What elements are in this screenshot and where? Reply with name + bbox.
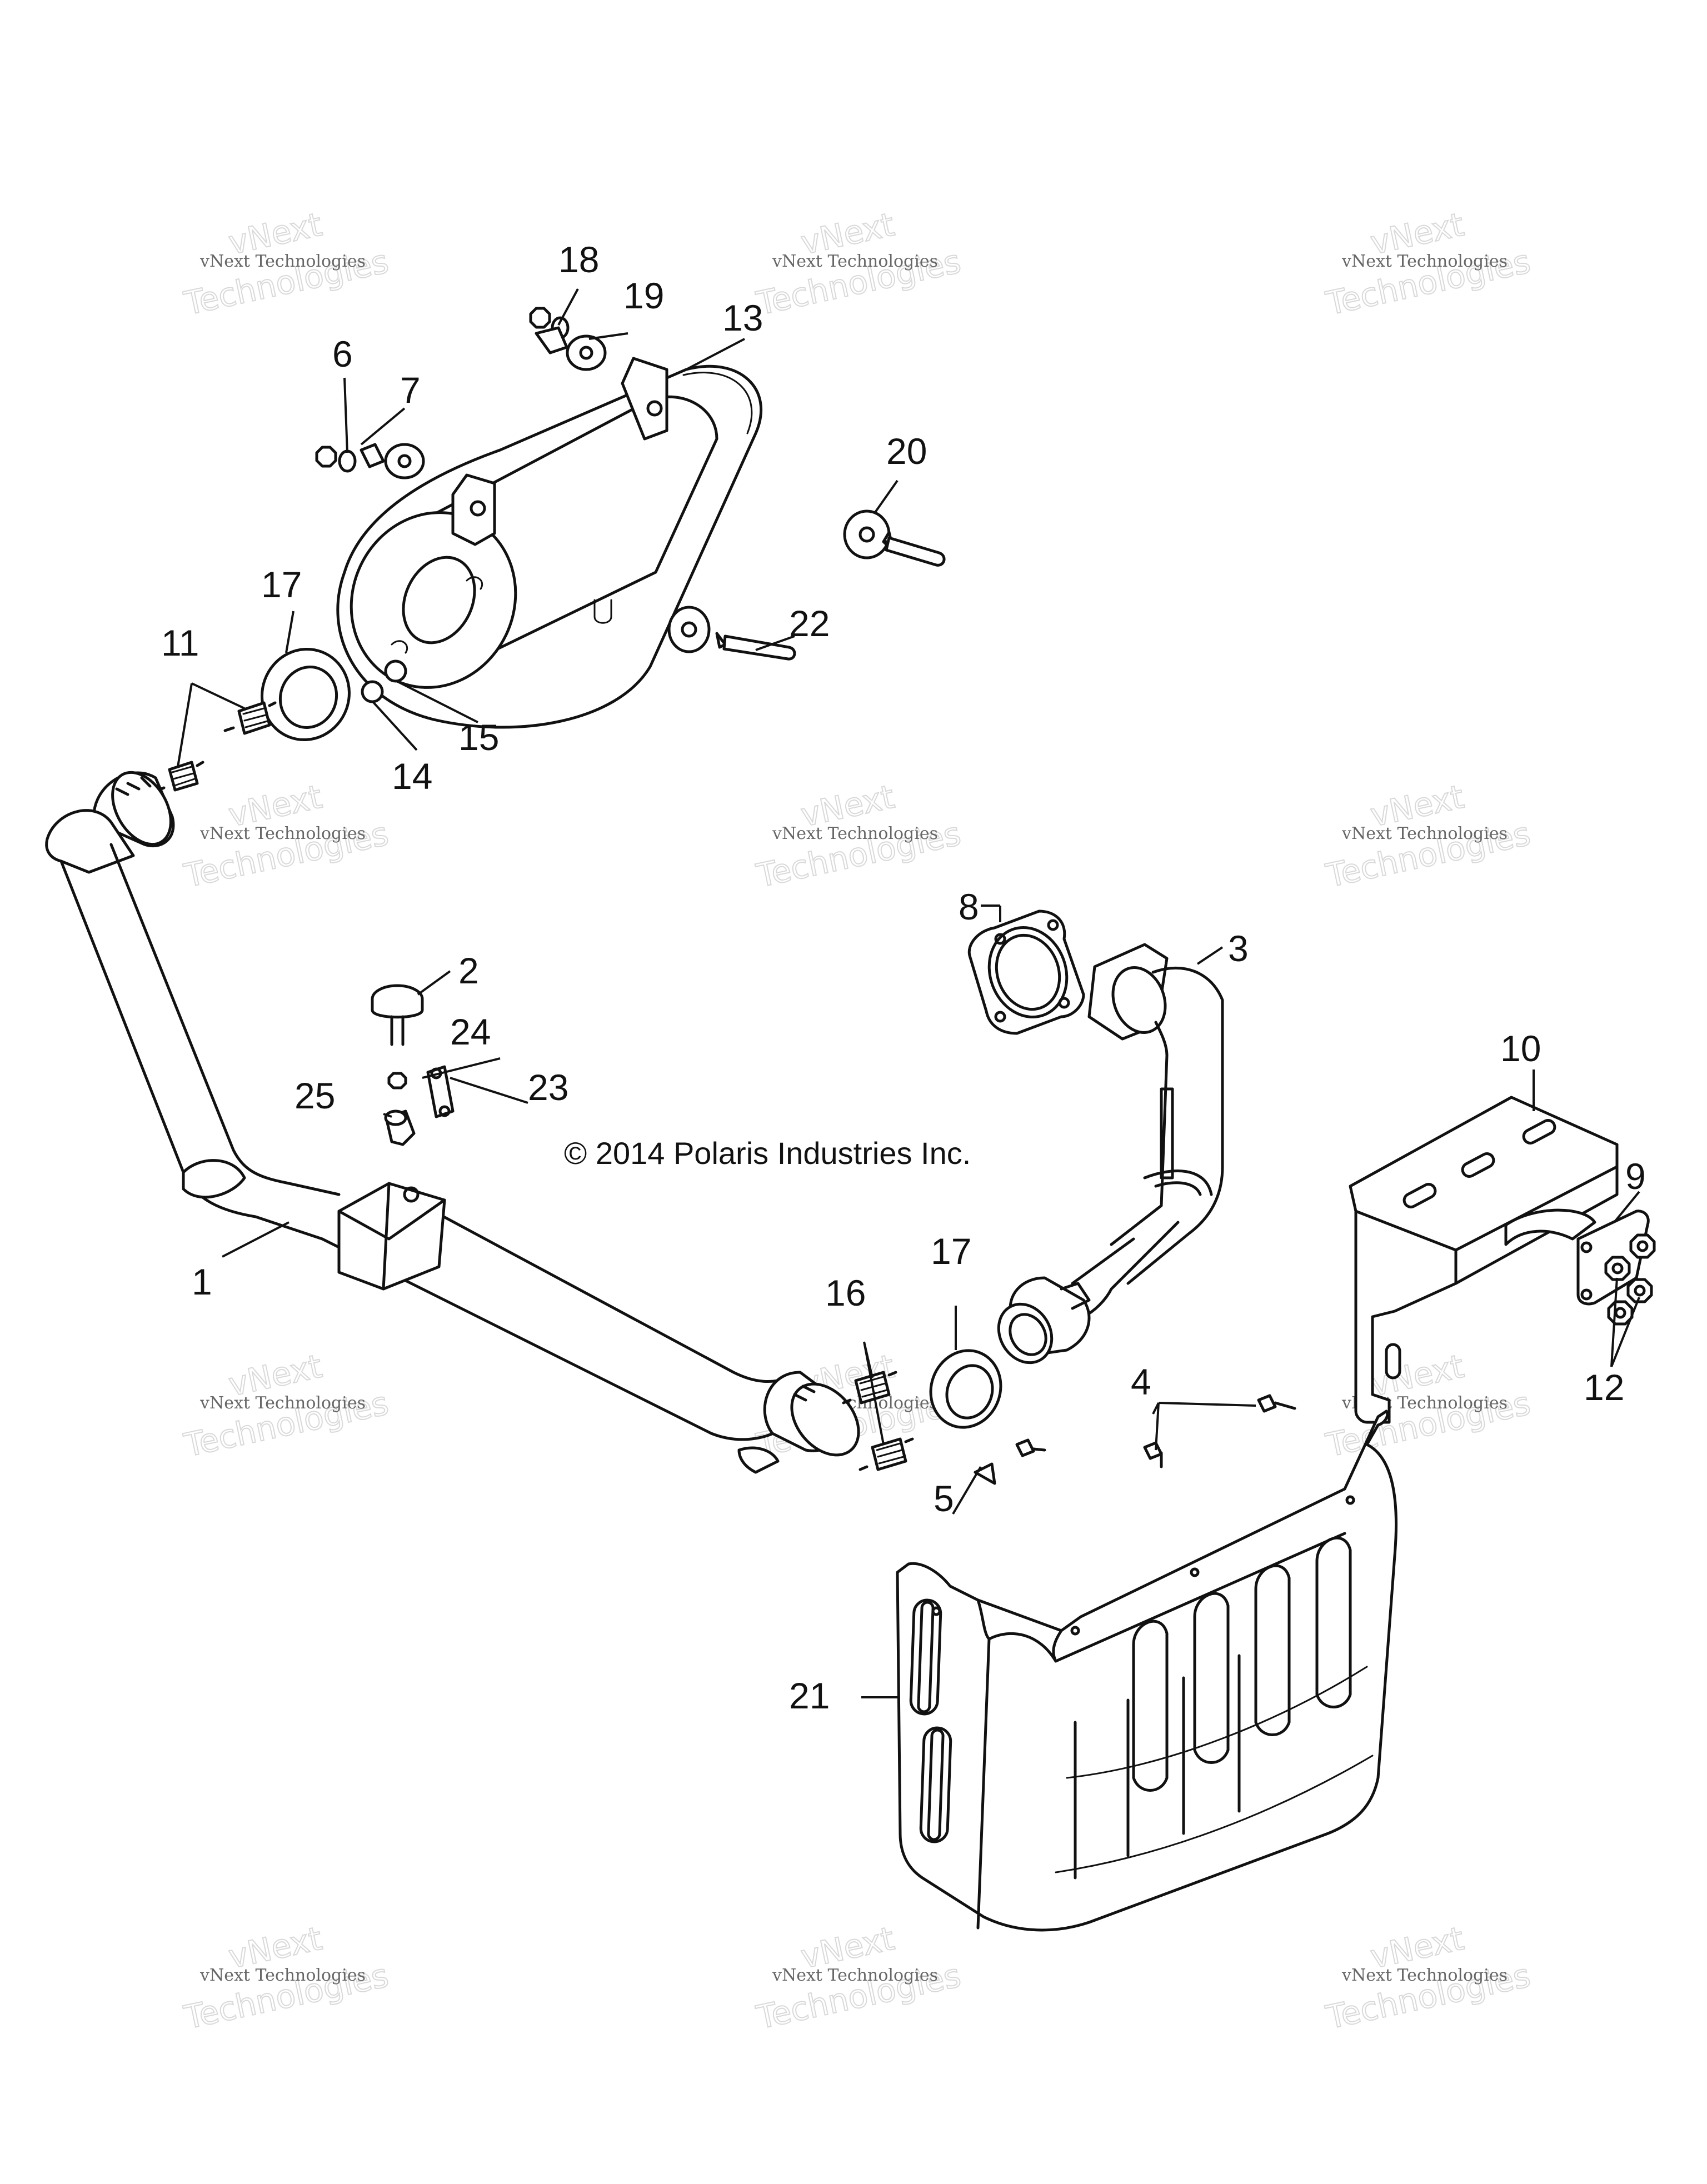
- callout-13: 13: [722, 297, 763, 338]
- callout-6: 6: [332, 333, 353, 374]
- callout-20: 20: [886, 431, 927, 472]
- mid-pipe: [997, 943, 1224, 1365]
- watermark-br: Technologies vNext vNext Technologies: [1322, 1347, 1534, 1465]
- watermark-text: vNext Technologies: [1341, 824, 1508, 843]
- watermark-mc: Technologies vNext vNext Technologies: [752, 777, 965, 896]
- watermark-fc: Technologies vNext vNext Technologies: [752, 1919, 965, 2037]
- watermark-ml: Technologies vNext vNext Technologies: [180, 777, 392, 896]
- watermark-text: vNext Technologies: [772, 252, 938, 271]
- callout-24: 24: [450, 1011, 491, 1052]
- callout-9: 9: [1625, 1156, 1646, 1197]
- callout-5: 5: [934, 1478, 954, 1519]
- upper-gasket-springs: [157, 647, 351, 792]
- watermark-mr: Technologies vNext vNext Technologies: [1322, 777, 1534, 896]
- callout-labels: 1 2 3 4 5 6 7 8 9 10 11 12 13 14 15 16 1…: [161, 239, 1646, 1716]
- watermark-fl: Technologies vNext vNext Technologies: [180, 1919, 392, 2037]
- upper-fasteners: [315, 307, 946, 661]
- header-pipe: [45, 771, 860, 1474]
- callout-22: 22: [789, 603, 830, 644]
- part-15-ring: [384, 659, 407, 683]
- callout-16: 16: [825, 1272, 866, 1313]
- callout-3: 3: [1228, 928, 1249, 969]
- callout-14: 14: [392, 756, 432, 797]
- callout-19: 19: [623, 275, 664, 316]
- callout-2: 2: [458, 950, 479, 991]
- callout-18: 18: [558, 239, 599, 280]
- callout-23: 23: [528, 1067, 568, 1108]
- watermark-bl: Technologies vNext vNext Technologies: [180, 1347, 392, 1465]
- part-14-fitting: [361, 680, 384, 703]
- callout-17-lower: 17: [931, 1231, 971, 1272]
- callout-11: 11: [161, 622, 199, 663]
- callout-15: 15: [458, 717, 499, 758]
- callout-8: 8: [959, 886, 979, 927]
- callout-12: 12: [1584, 1367, 1624, 1408]
- watermark-text: vNext Technologies: [1341, 252, 1508, 271]
- callout-1: 1: [192, 1261, 212, 1302]
- callout-21: 21: [789, 1675, 830, 1716]
- callout-leaders: [177, 288, 1640, 1698]
- watermark-text: vNext Technologies: [199, 824, 366, 843]
- callout-17-upper: 17: [261, 564, 302, 605]
- watermark-tl: Technologies vNext vNext Technologies: [180, 205, 392, 323]
- copyright-text: © 2014 Polaris Industries Inc.: [564, 1136, 971, 1171]
- watermark-text: vNext Technologies: [199, 1393, 366, 1413]
- watermark-text: vNext Technologies: [199, 1966, 366, 1985]
- watermark-tc: Technologies vNext vNext Technologies: [752, 205, 965, 323]
- callout-4: 4: [1131, 1361, 1151, 1402]
- watermark-text: vNext Technologies: [199, 252, 366, 271]
- callout-7: 7: [400, 369, 421, 411]
- bracket: [1349, 1096, 1619, 1424]
- watermark-tr: Technologies vNext vNext Technologies: [1322, 205, 1534, 323]
- nuts: [1604, 1233, 1656, 1326]
- heat-shield: [896, 1394, 1398, 1932]
- callout-25: 25: [295, 1075, 335, 1116]
- callout-10: 10: [1500, 1028, 1541, 1069]
- watermark-text: vNext Technologies: [772, 1966, 938, 1985]
- watermark-text: vNext Technologies: [772, 824, 938, 843]
- small-parts: [371, 984, 455, 1146]
- lower-gasket-springs: [842, 1349, 1002, 1471]
- watermark-fr: Technologies vNext vNext Technologies: [1322, 1919, 1534, 2037]
- muffler: [336, 357, 763, 729]
- watermark-text: vNext Technologies: [1341, 1966, 1508, 1985]
- flange-gasket: [967, 909, 1085, 1035]
